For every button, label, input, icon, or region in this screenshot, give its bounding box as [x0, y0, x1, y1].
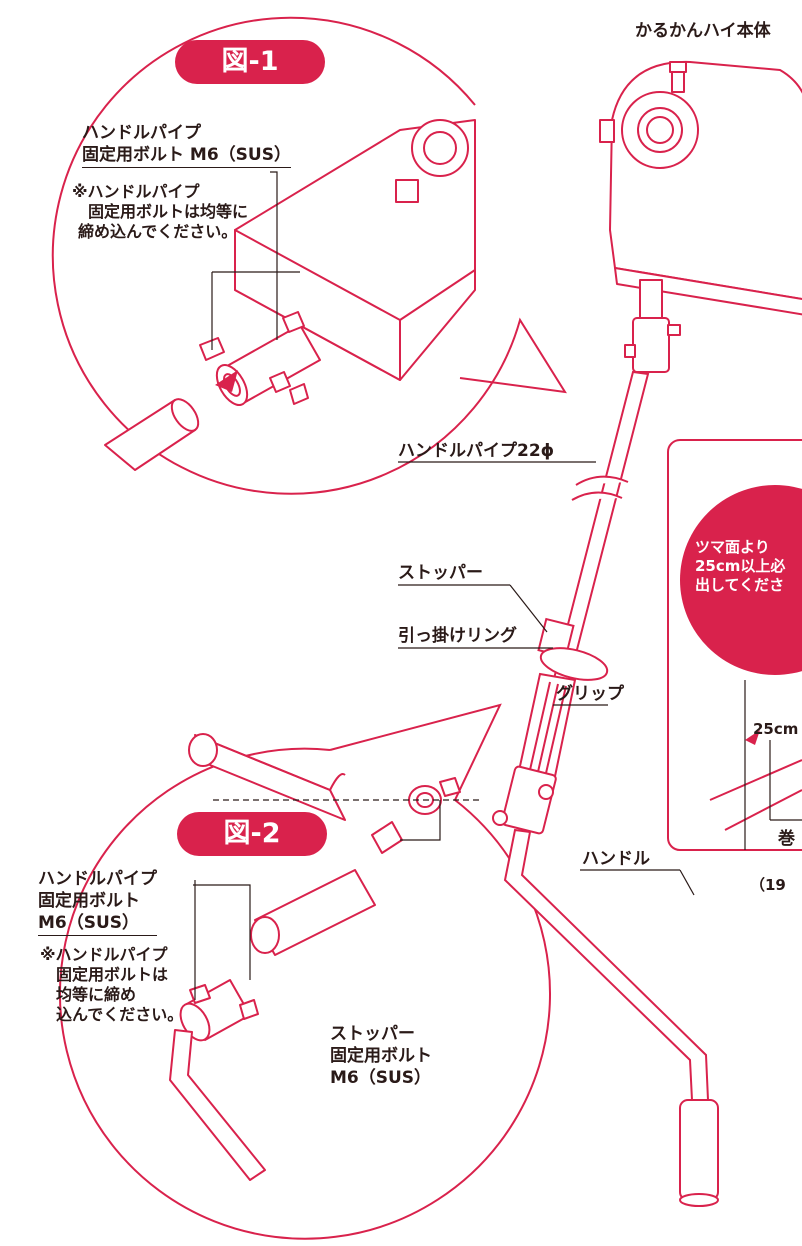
main-unit-title: かるかんハイ本体: [635, 21, 771, 41]
figure2-stopper-line3: M6（SUS）: [330, 1068, 432, 1088]
figure2-magnifier-circle: [59, 703, 551, 1240]
figure2-crank: [169, 1029, 266, 1181]
stopper-label: ストッパー: [398, 563, 483, 583]
figure1-badge: 図-1: [175, 40, 325, 84]
side-panel-bubble-text: ツマ面より 25cm以上必 出してくださ: [695, 538, 785, 595]
handle-label: ハンドル: [582, 849, 650, 869]
figure1-bolt-label: ハンドルパイプ 固定用ボルト M6（SUS）: [82, 122, 291, 168]
figure1-note-line2: 固定用ボルトは均等に: [88, 202, 249, 221]
figure2-bolt-label-line3: M6（SUS）: [38, 912, 157, 936]
grip-label: グリップ: [556, 684, 624, 704]
side-panel-wind-label: 巻: [778, 829, 795, 849]
figure2-note-line2: 固定用ボルトは: [56, 965, 169, 984]
bubble-line1: ツマ面より: [695, 538, 770, 556]
figure2-bolt-label-line2: 固定用ボルト: [38, 891, 140, 911]
figure2-stopper-line1: ストッパー: [330, 1024, 415, 1044]
pipe-label: ハンドルパイプ22ϕ: [398, 441, 555, 461]
hook-ring-label: 引っ掛けリング: [398, 626, 517, 646]
figure2-note-line3: 均等に締め: [56, 985, 137, 1004]
figure2-stopper-label: ストッパー 固定用ボルト M6（SUS）: [330, 1023, 432, 1089]
figure1-magnifier-circle: [51, 16, 567, 495]
figure2-note: ※ハンドルパイプ 固定用ボルトは 均等に締め 込んでください。: [40, 945, 183, 1025]
figure2-bolt-label-line1: ハンドルパイプ: [38, 869, 157, 889]
figure2-badge: 図-2: [177, 812, 327, 856]
side-panel-paren-label: （19: [750, 876, 786, 894]
figure2-bolt-label: ハンドルパイプ 固定用ボルト M6（SUS）: [38, 868, 157, 936]
figure1-note-line3: 締め込んでください。: [78, 222, 238, 241]
handle-grip: [679, 1099, 719, 1201]
side-panel-measure: 25cm: [753, 720, 799, 738]
bubble-line3: 出してくださ: [695, 576, 785, 594]
figure1-note: ※ハンドルパイプ 固定用ボルトは均等に 締め込んでください。: [72, 182, 248, 242]
figure2-note-line1: ※ハンドルパイプ: [40, 945, 168, 964]
figure2-stopper-line2: 固定用ボルト: [330, 1046, 432, 1066]
bubble-line2: 25cm以上必: [695, 557, 786, 575]
figure1-note-line1: ※ハンドルパイプ: [72, 182, 200, 201]
side-panel-frame: [667, 439, 802, 851]
figure1-bolt-label-line2: 固定用ボルト M6（SUS）: [82, 144, 291, 168]
figure1-insert-arrow: [215, 370, 238, 392]
figure2-note-line4: 込んでください。: [56, 1005, 184, 1024]
figure1-bolt-label-line1: ハンドルパイプ: [82, 123, 201, 143]
